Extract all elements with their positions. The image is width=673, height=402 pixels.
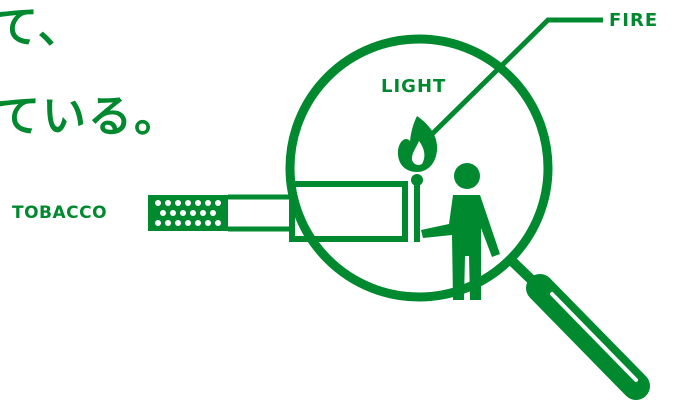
person-body: [421, 195, 500, 300]
tobacco-label: TOBACCO: [12, 205, 107, 222]
light-label: LIGHT: [381, 78, 446, 96]
handle-highlight: [552, 294, 636, 380]
fire-label: FIRE: [609, 12, 658, 30]
cigarette-icon: [148, 184, 405, 239]
person-head: [454, 163, 480, 189]
cigarette-body-outside: [228, 197, 290, 229]
match-head: [411, 174, 423, 186]
handle: [540, 288, 636, 386]
